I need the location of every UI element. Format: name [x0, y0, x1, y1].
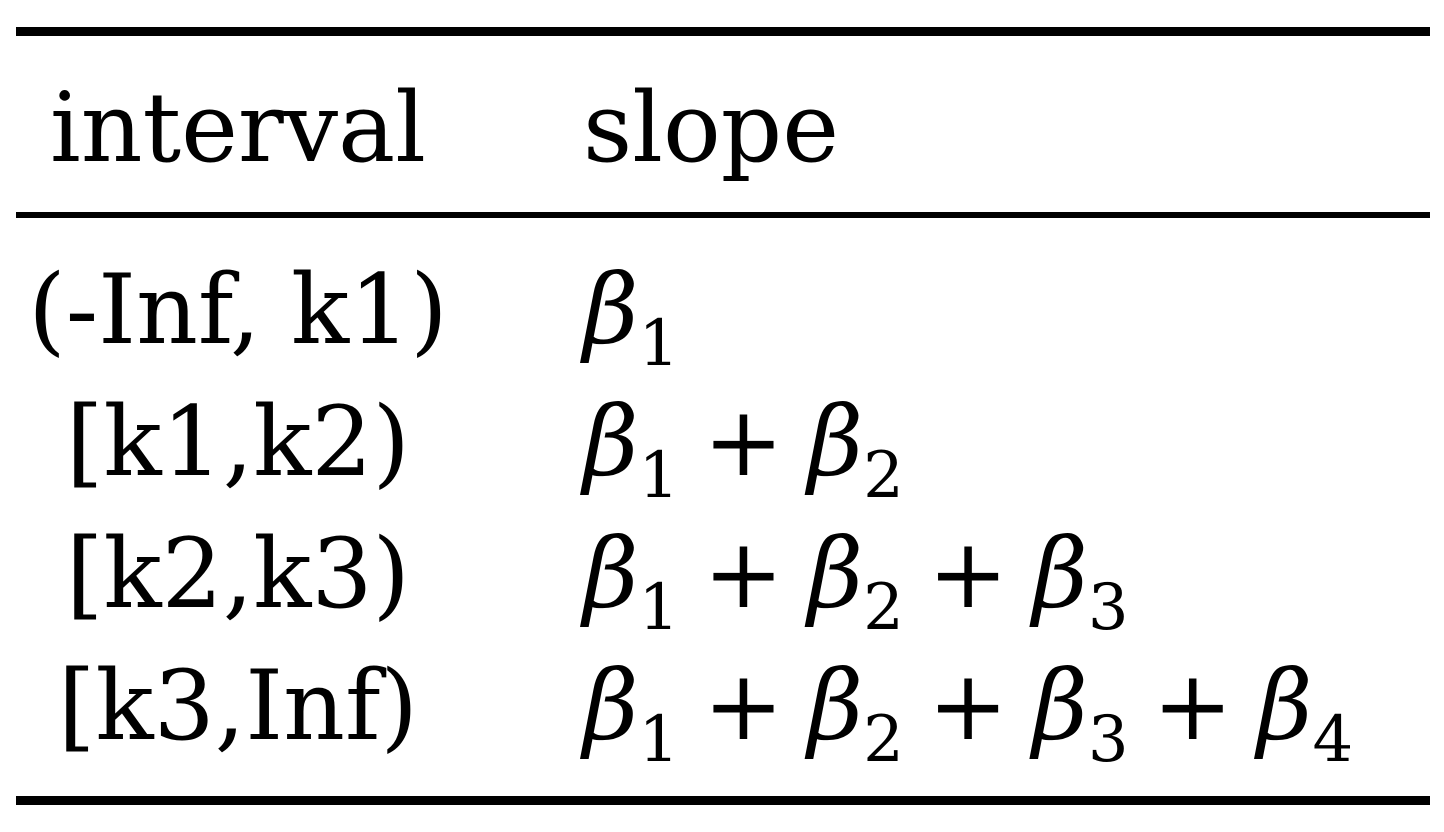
plus-operator: +: [703, 650, 784, 762]
plus-operator: +: [927, 650, 1009, 762]
plus-operator: +: [703, 518, 784, 630]
beta-symbol: β: [1032, 518, 1088, 630]
beta-symbol: β: [807, 518, 864, 630]
beta-subscript: 1: [638, 703, 680, 777]
beta-symbol: β: [807, 386, 864, 498]
beta-symbol: β: [583, 254, 639, 366]
plus-operator: +: [703, 386, 784, 498]
header-rule: [16, 212, 1430, 218]
beta-symbol: β: [583, 518, 639, 630]
header-interval: interval: [50, 72, 426, 184]
slope-cell-row-2: β1+β2: [583, 394, 904, 508]
slope-cell-row-3: β1+β2+β3: [583, 526, 1129, 640]
beta-symbol: β: [1256, 650, 1313, 762]
beta-subscript: 1: [638, 307, 680, 381]
plus-operator: +: [1152, 650, 1233, 762]
beta-symbol: β: [807, 650, 864, 762]
top-rule: [16, 27, 1430, 36]
beta-subscript: 2: [863, 703, 904, 777]
bottom-rule: [16, 796, 1430, 805]
beta-subscript: 1: [638, 571, 680, 645]
interval-cell-row-1: (-Inf, k1): [28, 254, 448, 366]
interval-cell-row-2: [k1,k2): [66, 386, 410, 498]
beta-subscript: 1: [638, 439, 680, 513]
interval-cell-row-3: [k2,k3): [66, 518, 410, 630]
beta-symbol: β: [583, 650, 639, 762]
header-slope: slope: [583, 72, 840, 184]
beta-subscript: 3: [1087, 571, 1129, 645]
slope-cell-row-4: β1+β2+β3+β4: [583, 658, 1353, 772]
slope-cell-row-1: β1: [583, 262, 679, 376]
beta-subscript: 4: [1312, 703, 1354, 777]
interval-cell-row-4: [k3,Inf): [58, 650, 418, 762]
beta-subscript: 3: [1087, 703, 1129, 777]
beta-subscript: 2: [863, 439, 904, 513]
beta-symbol: β: [1032, 650, 1088, 762]
plus-operator: +: [927, 518, 1009, 630]
beta-subscript: 2: [863, 571, 904, 645]
beta-symbol: β: [583, 386, 639, 498]
